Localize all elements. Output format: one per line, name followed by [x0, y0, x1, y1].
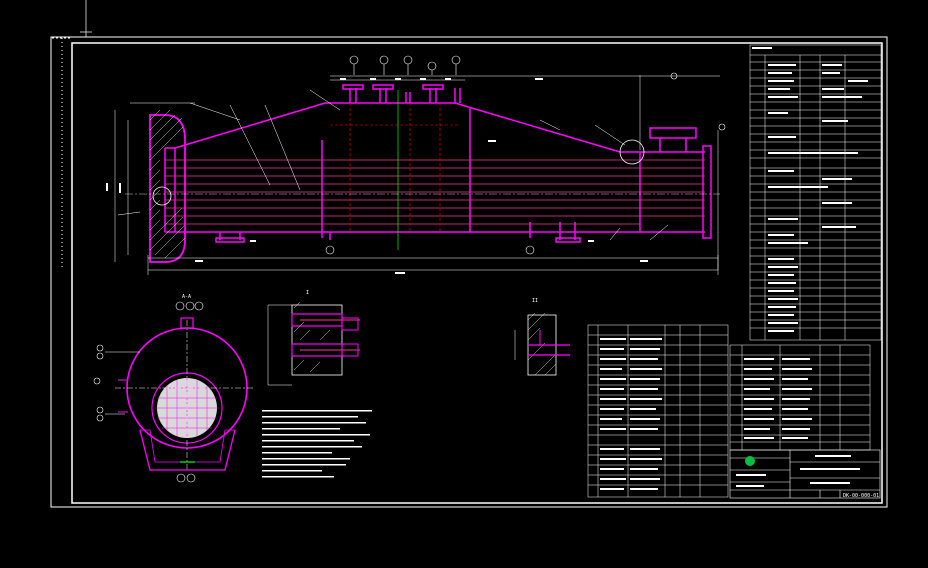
detail-ii-title: II	[532, 298, 538, 304]
parts-table	[729, 344, 871, 451]
vessel-elevation	[149, 84, 712, 263]
tech-data-text	[752, 47, 868, 332]
tech-data-table	[749, 44, 882, 341]
parts-table-text	[744, 358, 812, 439]
dimension-text-marks	[106, 78, 648, 274]
title-block-text	[736, 455, 860, 487]
detail-i-title: I	[306, 290, 309, 296]
bom-table	[587, 324, 729, 498]
detail-circle-right	[619, 139, 645, 165]
dimension-lines	[114, 75, 720, 275]
detail-ii-view	[514, 312, 570, 376]
hidden-lines	[330, 103, 460, 232]
bom-text	[600, 338, 662, 490]
detail-i-view	[267, 301, 360, 386]
company-logo	[745, 456, 755, 466]
drawing-frame	[50, 0, 888, 508]
channel-head-hatch	[149, 109, 186, 259]
nozzle-tags-top	[325, 55, 726, 255]
tube-bundle	[165, 159, 705, 225]
title-block	[729, 449, 881, 499]
drawing-number: DK-00-000-01	[843, 493, 879, 499]
detail-circle-left	[152, 186, 172, 206]
section-view	[93, 301, 255, 483]
technical-notes	[262, 410, 372, 478]
section-title: A-A	[182, 294, 191, 300]
